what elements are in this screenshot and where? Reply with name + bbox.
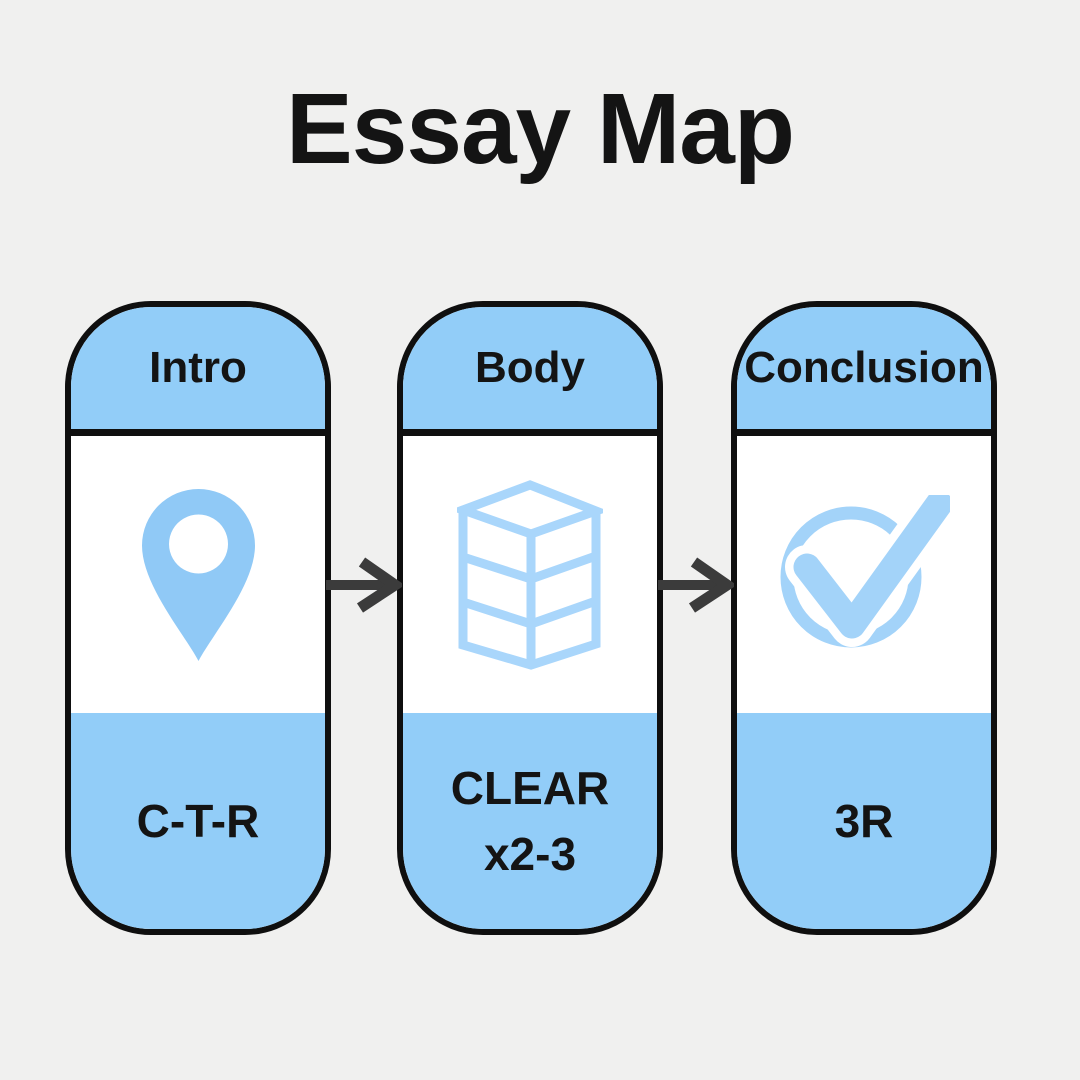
arrow-body-to-conclusion-icon xyxy=(656,553,734,617)
stacked-blocks-icon xyxy=(457,479,603,671)
card-body-footer-line-2: x2-3 xyxy=(483,828,577,880)
arrow-intro-to-body-icon xyxy=(324,553,402,617)
card-intro: Intro C-T-R xyxy=(65,301,331,935)
card-body: Body CLEAR x2-3 xyxy=(397,301,663,935)
card-body-footer-line-1: CLEAR xyxy=(450,762,610,814)
card-body-header-label: Body xyxy=(475,343,585,392)
card-intro-header: Intro xyxy=(71,307,325,436)
card-conclusion-header-label: Conclusion xyxy=(744,343,984,392)
check-circle-icon xyxy=(778,494,950,655)
card-conclusion-footer: 3R xyxy=(737,713,991,929)
card-conclusion-body xyxy=(737,436,991,713)
card-intro-footer-label: C-T-R xyxy=(136,795,260,847)
location-pin-icon xyxy=(141,488,255,661)
card-intro-body xyxy=(71,436,325,713)
card-intro-footer: C-T-R xyxy=(71,713,325,929)
card-body-body xyxy=(403,436,657,713)
card-body-header: Body xyxy=(403,307,657,436)
card-conclusion: Conclusion 3R xyxy=(731,301,997,935)
card-body-footer: CLEAR x2-3 xyxy=(403,713,657,929)
card-conclusion-footer-label: 3R xyxy=(834,795,894,847)
page-title: Essay Map xyxy=(286,73,795,185)
card-conclusion-header: Conclusion xyxy=(737,307,991,436)
card-intro-header-label: Intro xyxy=(149,343,247,392)
